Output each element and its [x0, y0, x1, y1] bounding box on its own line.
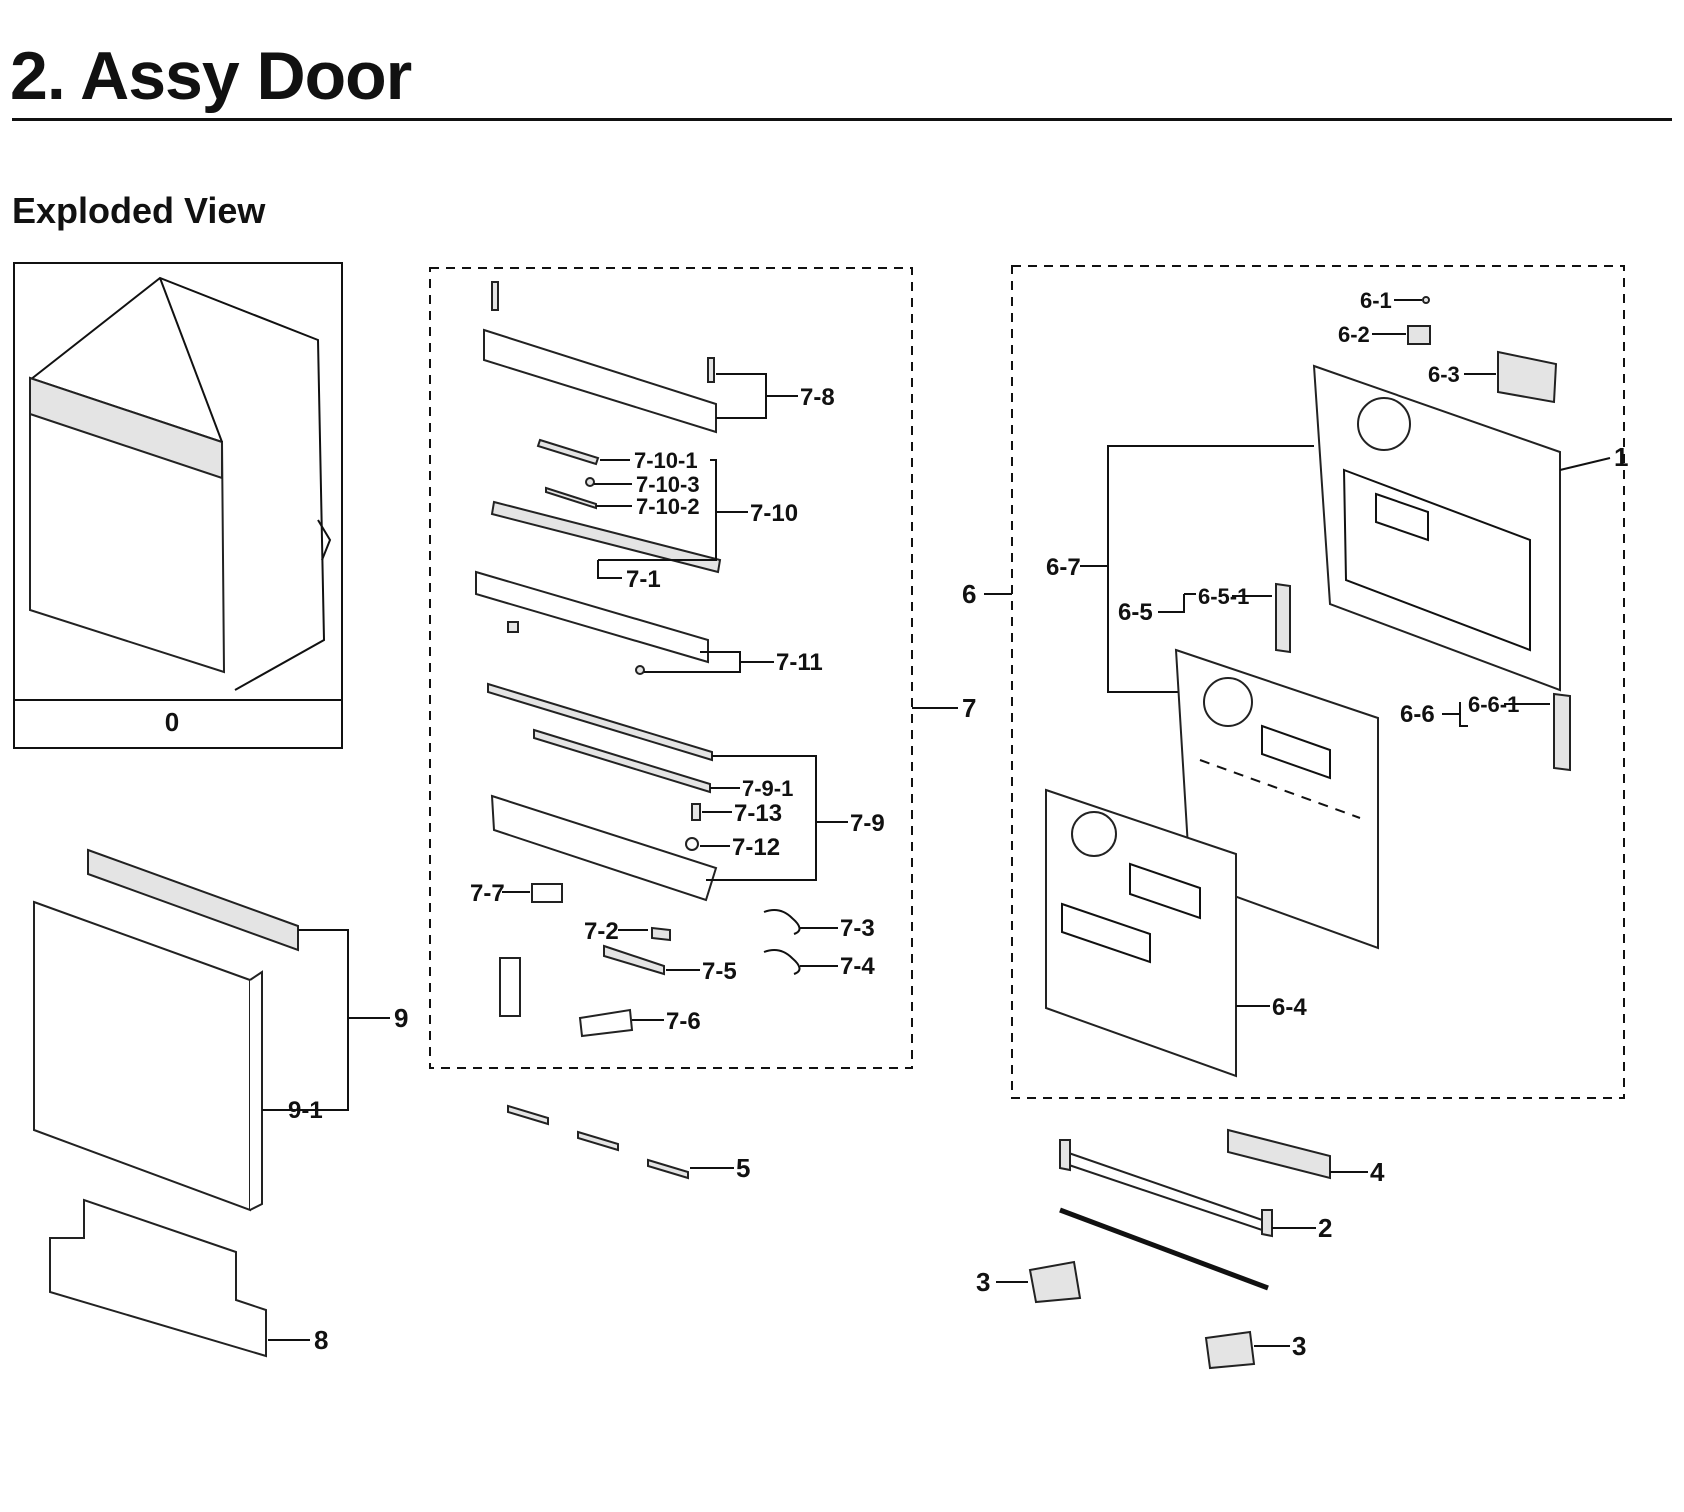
part-6-5 [1275, 582, 1291, 654]
label-7-10-2: 7-10-2 [636, 494, 700, 519]
overview-frame [13, 262, 343, 749]
label-2: 2 [1318, 1213, 1332, 1243]
part-6-3 [1497, 350, 1558, 404]
label-6-4: 6-4 [1272, 994, 1307, 1021]
label-7-7: 7-7 [470, 880, 505, 907]
part-7-8 [483, 328, 717, 434]
label-6-5: 6-5 [1118, 599, 1153, 626]
assembly-inner-door-6: 6 6-1 6-2 6-3 1 6-7 6-5-1 6-5 [962, 265, 1628, 1099]
part-7-2 [651, 926, 671, 942]
label-7-10-3: 7-10-3 [636, 472, 700, 497]
part-7-10-3 [585, 477, 595, 487]
part-1 [1312, 364, 1561, 692]
label-6-3: 6-3 [1428, 362, 1460, 387]
label-5: 5 [736, 1153, 750, 1183]
assembly-control-panel-7: 7 7-8 7-10-1 7-10-3 7-10-2 7-10 7-1 7-11 [429, 267, 976, 1069]
label-0: 0 [165, 707, 179, 737]
label-9-1: 9-1 [288, 1097, 323, 1124]
group-6-box [1011, 265, 1625, 1099]
label-7-8: 7-8 [800, 384, 835, 411]
part-7-10-2 [545, 486, 597, 510]
part-6-2 [1407, 325, 1431, 345]
label-6-1: 6-1 [1360, 288, 1392, 313]
part-7-3 [763, 909, 801, 935]
label-6-2: 6-2 [1338, 322, 1370, 347]
part-7-12 [685, 837, 699, 851]
label-6-5-1: 6-5-1 [1198, 584, 1249, 609]
cabinet-outline [29, 276, 326, 691]
part-handle-bar [87, 848, 299, 952]
label-3-right: 3 [1292, 1331, 1306, 1361]
part-7-11 [475, 570, 709, 664]
label-7-2: 7-2 [584, 918, 619, 945]
part-3-left [1028, 1260, 1082, 1304]
part-7-9-plate [487, 682, 713, 762]
label-6: 6 [962, 579, 976, 609]
part-7-13 [691, 803, 701, 821]
label-6-6: 6-6 [1400, 701, 1435, 728]
label-7-12: 7-12 [732, 834, 780, 861]
part-7-10-1 [536, 438, 600, 466]
label-7-10: 7-10 [750, 500, 798, 527]
page-title: 2. Assy Door [10, 38, 412, 114]
part-4 [1227, 1128, 1331, 1180]
label-7-11: 7-11 [776, 649, 823, 676]
label-1: 1 [1614, 442, 1628, 472]
part-7-9 [490, 794, 718, 902]
label-7-4: 7-4 [840, 953, 875, 980]
label-6-7: 6-7 [1046, 554, 1081, 581]
assembly-bottom-parts: 4 2 3 3 [976, 1128, 1385, 1370]
part-door-panel [33, 900, 251, 1212]
part-bottom-trim [49, 1198, 267, 1358]
part-7-4 [763, 949, 801, 975]
assembly-door-panel-9: 9 9-1 8 [33, 848, 408, 1358]
group-7-box [429, 267, 913, 1069]
part-bracket [499, 957, 521, 1017]
part-7-6 [578, 1008, 634, 1038]
title-underline [12, 118, 1672, 121]
part-7-7 [531, 883, 563, 903]
part-6-1 [1422, 296, 1430, 304]
part-6-4 [1045, 788, 1237, 1078]
label-4: 4 [1370, 1157, 1385, 1187]
label-3-left: 3 [976, 1267, 990, 1297]
part-6-6 [1553, 692, 1571, 772]
label-7-6: 7-6 [666, 1008, 701, 1035]
part-3-right [1204, 1330, 1256, 1370]
label-7-10-1: 7-10-1 [634, 448, 698, 473]
label-7: 7 [962, 693, 976, 723]
assembly-overview-0: 0 [13, 262, 343, 749]
label-7-1: 7-1 [626, 566, 661, 593]
label-7-3: 7-3 [840, 915, 875, 942]
label-7-5: 7-5 [702, 958, 737, 985]
part-7-9-1 [533, 728, 711, 794]
label-6-6-1: 6-6-1 [1468, 692, 1519, 717]
label-8: 8 [314, 1325, 328, 1355]
label-7-9-1: 7-9-1 [742, 776, 793, 801]
section-subtitle: Exploded View [12, 190, 266, 231]
part-7-5 [603, 944, 665, 976]
assembly-clips-5: 5 [507, 1104, 750, 1183]
label-9: 9 [394, 1003, 408, 1033]
label-7-13: 7-13 [734, 800, 782, 827]
label-7-9: 7-9 [850, 810, 885, 837]
cabinet-control-panel [29, 376, 223, 480]
